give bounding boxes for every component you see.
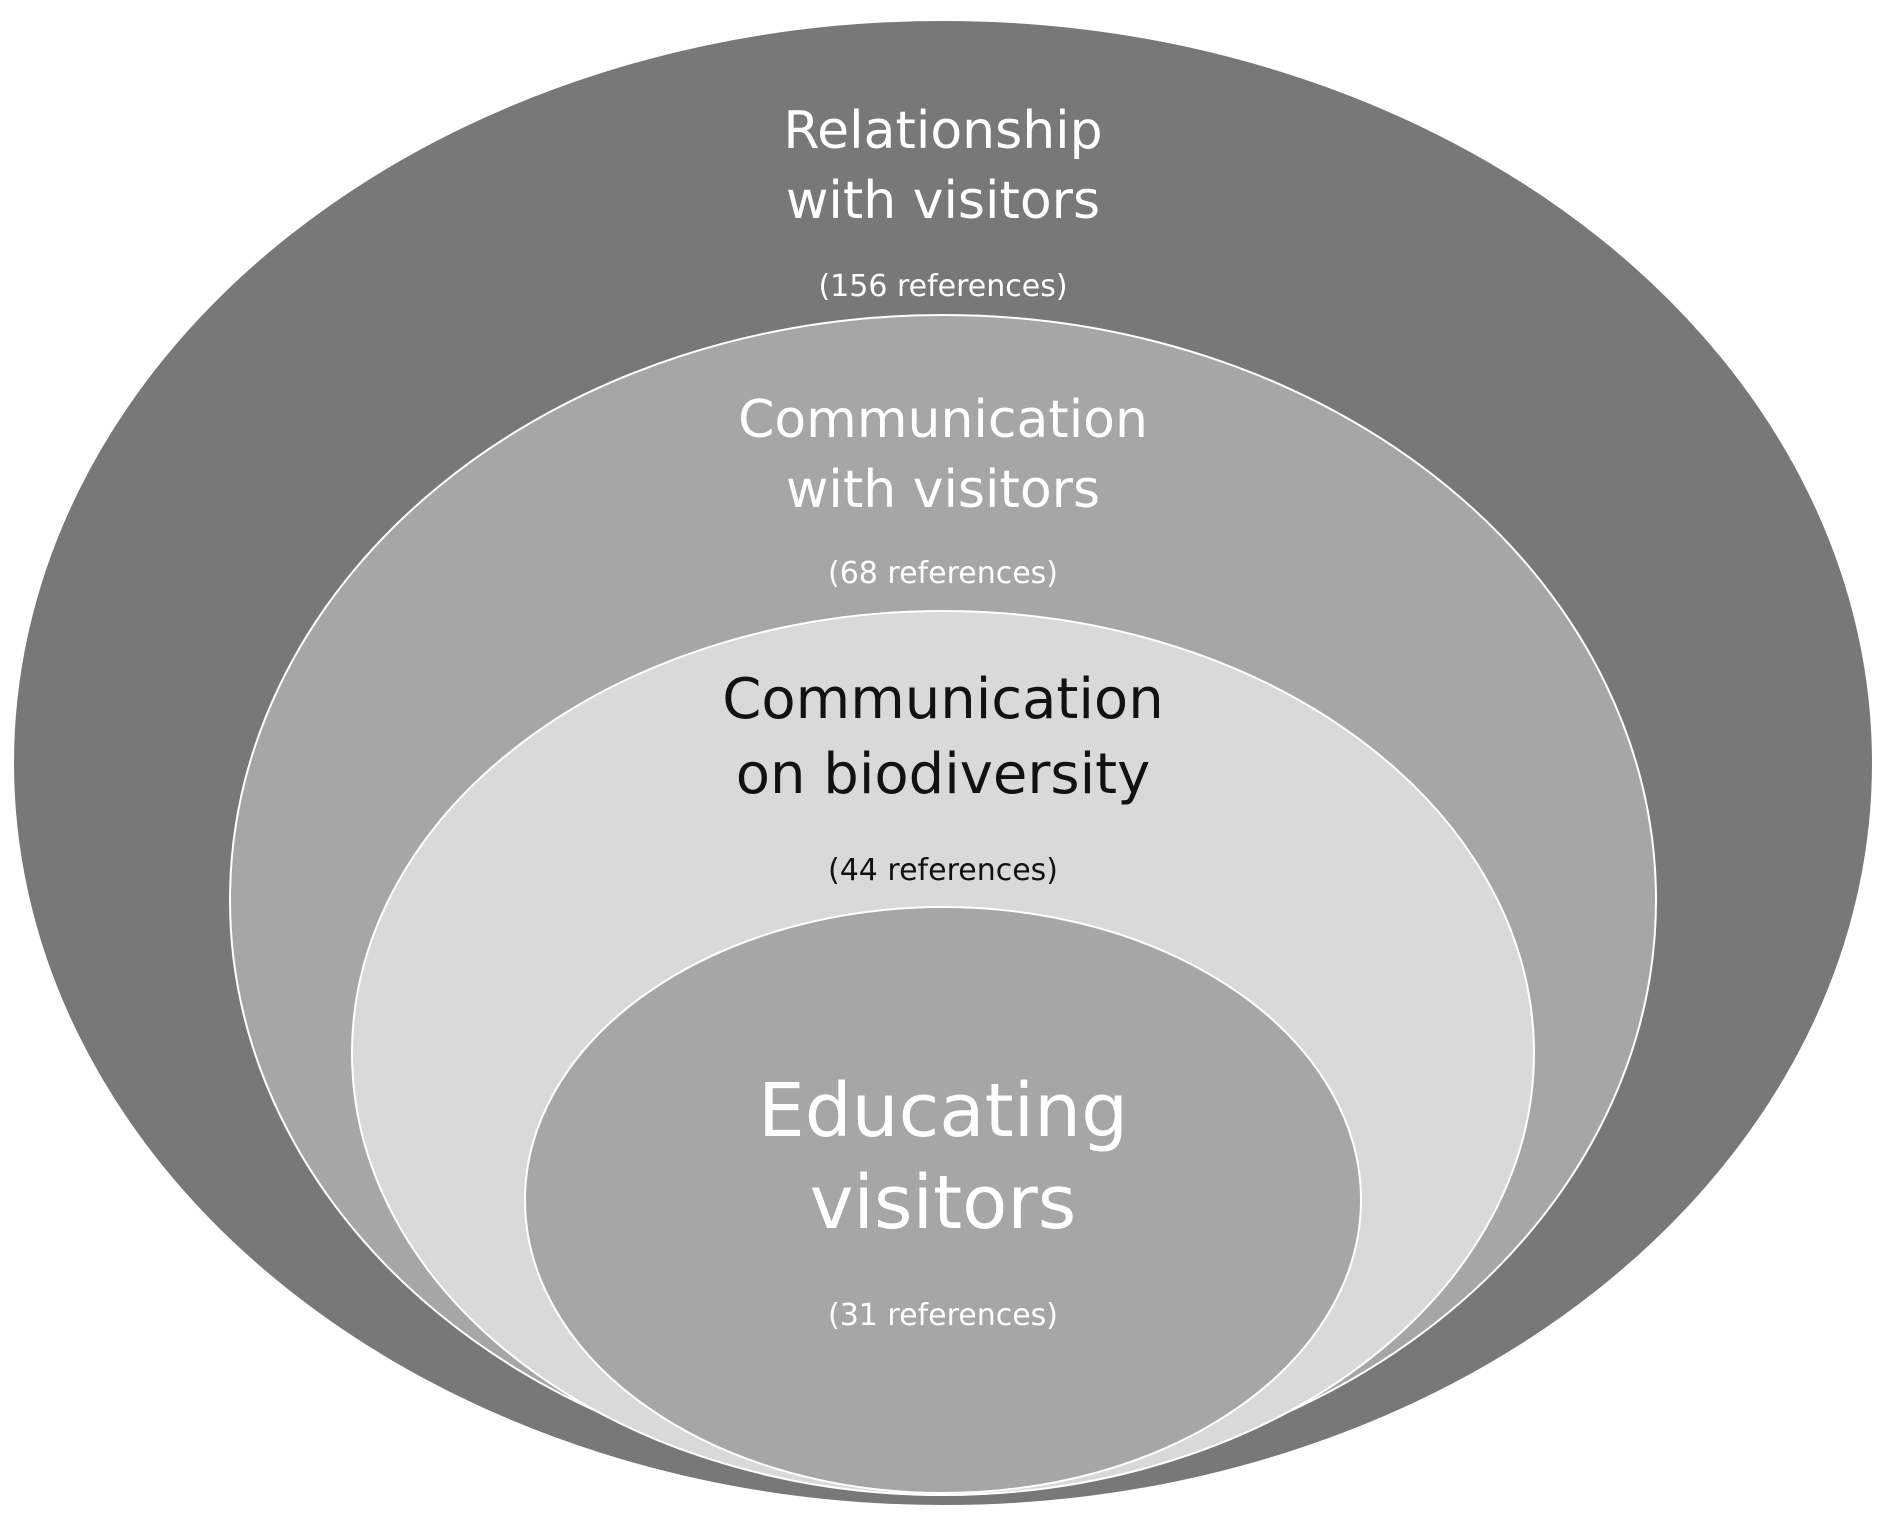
label-communication-on-biodiversity-line1: Communication — [722, 667, 1163, 732]
label-educating-visitors-line1: Educating — [758, 1068, 1128, 1154]
label-educating-visitors-line2: visitors — [810, 1160, 1077, 1246]
label-relationship-with-visitors-line1: Relationship — [783, 101, 1102, 161]
label-communication-with-visitors-line2: with visitors — [786, 460, 1100, 520]
level-educating-visitors: Educating visitors (31 references) — [524, 906, 1362, 1494]
label-communication-with-visitors-line1: Communication — [738, 390, 1148, 450]
label-relationship-with-visitors-line2: with visitors — [786, 171, 1100, 231]
count-educating-visitors: (31 references) — [828, 1298, 1058, 1333]
count-communication-on-biodiversity: (44 references) — [828, 853, 1058, 888]
ellipse-educating-visitors — [524, 906, 1362, 1494]
count-relationship-with-visitors: (156 references) — [818, 269, 1067, 304]
count-communication-with-visitors: (68 references) — [828, 556, 1058, 591]
label-communication-on-biodiversity-line2: on biodiversity — [736, 742, 1150, 807]
